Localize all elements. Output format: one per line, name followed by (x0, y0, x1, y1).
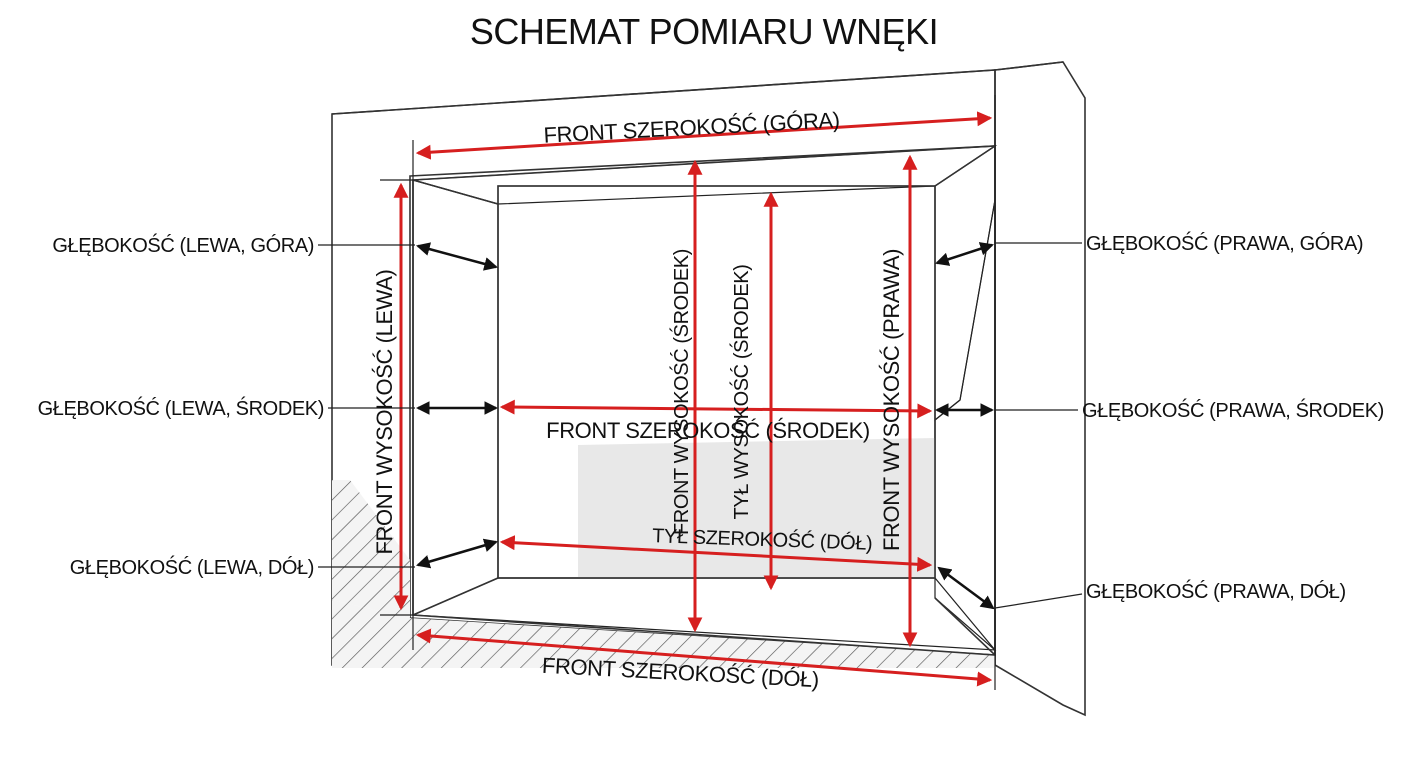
niche-edge-bl (412, 577, 499, 616)
measure-arrows (393, 111, 993, 687)
niche-left-side (412, 179, 499, 616)
depth-arrows (318, 242, 1083, 610)
niche-interior (412, 144, 998, 656)
niche-edge-tr (934, 145, 996, 187)
arrow-back-width-bottom (499, 535, 933, 572)
label-front-height-left: FRONT WYSOKOŚĆ (LEWA) (372, 270, 397, 555)
label-front-height-middle: FRONT WYSOKOŚĆ (ŚRODEK) (669, 249, 693, 535)
label-depth-right-bottom: GŁĘBOKOŚĆ (PRAWA, DÓŁ) (1086, 579, 1346, 603)
guide-lines (380, 95, 996, 690)
label-depth-right-middle: GŁĘBOKOŚĆ (PRAWA, ŚRODEK) (1082, 398, 1384, 422)
label-depth-left-top: GŁĘBOKOŚĆ (LEWA, GÓRA) (52, 233, 314, 257)
label-depth-left-bottom: GŁĘBOKOŚĆ (LEWA, DÓŁ) (70, 555, 314, 579)
arrow-front-width-middle (499, 399, 933, 419)
depth-arrow-right-bottom (937, 566, 995, 610)
label-front-width-middle: FRONT SZEROKOŚĆ (ŚRODEK) (546, 418, 870, 443)
depth-arrow-right-top (935, 242, 994, 266)
wall-left-hatch (332, 480, 410, 618)
niche-edge-tl (412, 179, 499, 205)
label-depth-right-top: GŁĘBOKOŚĆ (PRAWA, GÓRA) (1086, 231, 1363, 255)
diagram-title: SCHEMAT POMIARU WNĘKI (470, 11, 938, 52)
label-depth-left-middle: GŁĘBOKOŚĆ (LEWA, ŚRODEK) (38, 396, 324, 420)
niche-right-side (934, 144, 996, 422)
label-front-height-right: FRONT WYSOKOŚĆ (PRAWA) (879, 249, 904, 551)
niche-back-outline (497, 185, 936, 579)
wall-side-top-edge (994, 61, 1064, 71)
label-back-height-middle: TYŁ WYSOKOŚĆ (ŚRODEK) (729, 265, 753, 520)
wall-right-side (994, 61, 1086, 717)
depth-arrow-left-bottom (416, 538, 498, 569)
label-front-width-top: FRONT SZEROKOŚĆ (GÓRA) (543, 107, 840, 147)
arrow-front-width-top (415, 111, 993, 160)
depth-arrow-left-top (416, 242, 498, 271)
wall-top-edge (331, 69, 996, 115)
niche-right-side-lower (934, 199, 996, 652)
arrow-front-width-bottom (415, 628, 993, 687)
leader-right-bottom (994, 593, 1083, 609)
